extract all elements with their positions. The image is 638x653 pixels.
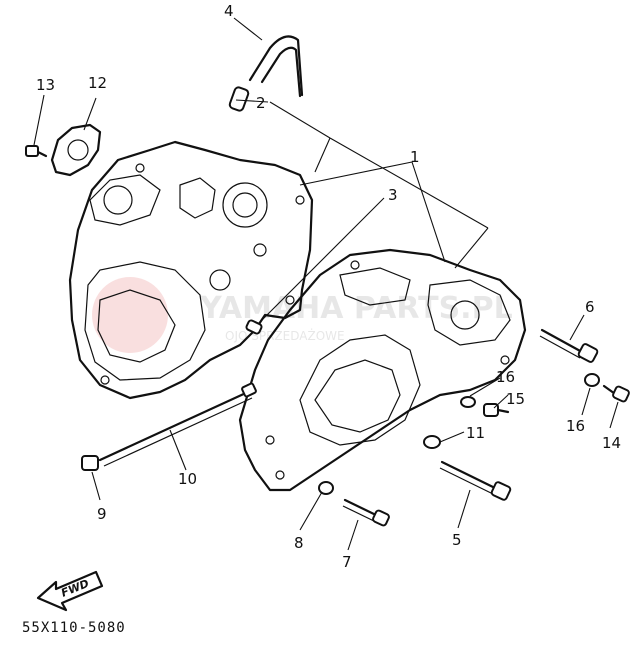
breather-hose-4 [248, 35, 304, 98]
callout-16-a: 16 [496, 368, 515, 386]
cap-nut-9 [81, 455, 99, 471]
right-crankcase-half [238, 248, 527, 492]
diagram-code: 55X110-5080 [22, 620, 126, 636]
washer-8 [318, 481, 334, 495]
callout-9: 9 [97, 505, 107, 523]
callout-4: 4 [224, 2, 234, 20]
callout-8: 8 [294, 534, 304, 552]
callout-10: 10 [178, 470, 197, 488]
left-crankcase-half [68, 140, 314, 400]
forward-arrow-icon: FWD [36, 570, 104, 612]
callout-11: 11 [466, 424, 485, 442]
bolt-13 [25, 145, 48, 158]
washer-16-b [584, 373, 600, 387]
callout-16-b: 16 [566, 417, 585, 435]
callout-13: 13 [36, 76, 55, 94]
long-bolt-10 [98, 382, 257, 467]
dowel-pin-3 [245, 319, 263, 335]
leader-lines [33, 17, 619, 551]
bolt-14 [602, 384, 630, 403]
o-ring-11 [423, 435, 441, 449]
watermark-text: YAMAHA PARTS.PL [199, 291, 513, 326]
bolt-6 [539, 328, 599, 363]
callout-numbers: 1 2 3 4 5 6 7 8 9 10 11 12 13 14 15 16 1… [36, 2, 621, 571]
callout-12: 12 [88, 74, 107, 92]
callout-15: 15 [506, 390, 525, 408]
gasket-12 [50, 123, 102, 177]
callout-3: 3 [388, 186, 398, 204]
washer-16-a [460, 396, 476, 408]
callout-14: 14 [602, 434, 621, 452]
breather-fitting-2 [228, 86, 250, 112]
callout-6: 6 [585, 298, 595, 316]
bolt-7 [342, 498, 390, 527]
bolt-5 [439, 460, 512, 501]
callout-1: 1 [410, 148, 420, 166]
callout-2: 2 [256, 94, 266, 112]
callout-7: 7 [342, 553, 352, 571]
callout-5: 5 [452, 531, 462, 549]
